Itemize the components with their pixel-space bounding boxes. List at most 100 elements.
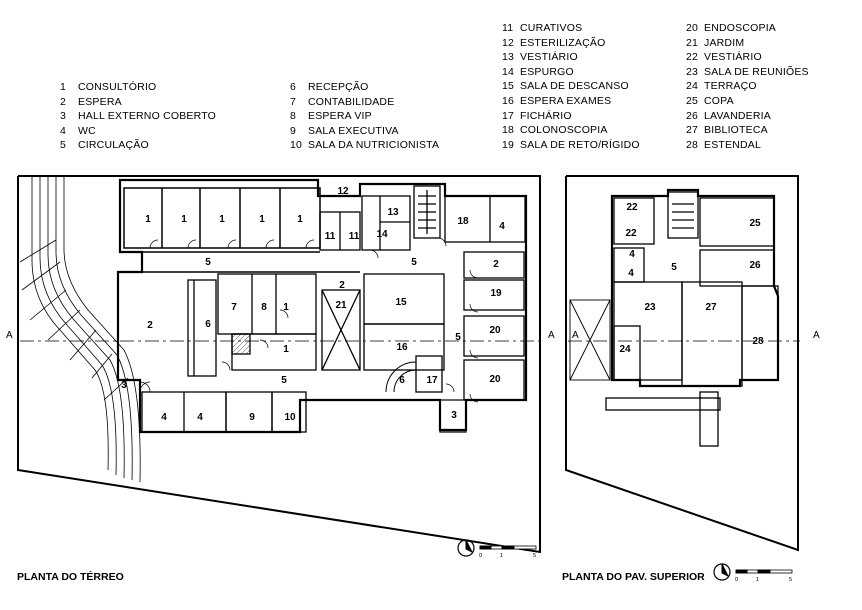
legend-label: SALA DE DESCANSO [520,80,629,93]
legend-label: VESTIÁRIO [520,51,578,64]
ground-floor-title: PLANTA DO TÉRREO [17,571,124,583]
room-label: 16 [396,342,408,353]
legend-label: JARDIM [704,36,745,49]
legend-label: WC [78,124,96,137]
room-label: 1 [283,344,289,355]
upper-void [569,299,611,381]
legend-number: 14 [502,65,515,78]
north-arrow-ground [457,539,475,557]
room-label: 5 [671,262,677,273]
legend-label: SALA DE REUNIÕES [704,65,809,78]
legend-number: 16 [502,94,515,107]
room-label: 14 [376,229,388,240]
legend-label: SALA EXECUTIVA [308,124,399,137]
service-rooms [319,185,526,251]
room-label: 17 [426,375,438,386]
room-label: 3 [121,380,127,391]
legend-label: ESTERILIZAÇÃO [520,36,606,49]
curved-ramp [19,176,141,483]
scale-label-ground-5: 5 [533,553,536,559]
legend-number: 11 [502,22,514,34]
room-label: 1 [145,214,151,225]
room-label: 11 [325,231,336,242]
north-arrow-upper [713,563,731,581]
legend-number: 15 [502,80,515,93]
legend-number: 4 [60,124,67,137]
legend-item: 5 CIRCULAÇÃO [60,138,216,153]
room-label: 5 [281,375,287,386]
right-rooms [463,251,525,401]
legend-number: 21 [686,36,699,49]
legend-item: 21 JARDIM [686,36,809,51]
central-rooms [187,273,445,393]
legend-number: 8 [290,110,297,123]
room-label: 20 [489,325,501,336]
room-label: 22 [625,228,637,239]
room-label: 27 [705,302,717,313]
room-label: 2 [339,280,345,291]
legend-number: 5 [60,139,67,152]
room-label: 2 [493,259,499,270]
legend-number: 13 [502,51,515,64]
room-label: 11 [349,231,360,242]
scale-label-ground-0: 0 [479,553,482,559]
room-label: 21 [335,300,347,311]
room-label: 13 [387,207,399,218]
room-label: 4 [629,249,635,260]
legend-label: CONSULTÓRIO [78,81,157,93]
legend-label: ESTENDAL [704,138,762,151]
legend-label: CURATIVOS [520,22,583,34]
upper-site-boundary [565,175,799,552]
legend-number: 23 [686,65,699,78]
scale-bar-ground [479,545,537,550]
legend-number: 7 [290,95,297,108]
room-label: 6 [205,319,211,330]
room-label: 5 [205,257,211,268]
legend-number: 22 [686,51,699,64]
legend-label: CIRCULAÇÃO [78,139,149,152]
legend-number: 6 [290,81,297,93]
room-label: 12 [337,186,349,197]
legend-label: ESPERA EXAMES [520,94,612,107]
room-label: 1 [219,214,225,225]
legend-number: 19 [502,138,515,151]
room-label: 18 [457,216,469,227]
legend-number: 12 [502,36,515,49]
section-marker-upper-left: A [572,330,579,341]
legend-number: 18 [502,124,515,137]
legend-item: 13 VESTIÁRIO [502,50,640,65]
legend-number: 10 [290,139,303,152]
legend-item: 4 WC [60,124,216,139]
room-label: 1 [283,302,289,313]
room-label: 22 [626,202,638,213]
legend-label: SALA DA NUTRICIONISTA [308,139,440,152]
room-label: 5 [411,257,417,268]
room-label: 1 [259,214,265,225]
room-label: 4 [628,268,634,279]
scale-label-upper-1: 1 [756,577,759,583]
legend-label: BIBLIOTECA [704,124,768,137]
room-label: 4 [499,221,505,232]
legend-number: 24 [686,80,699,93]
legend-label: LAVANDERIA [704,109,771,122]
legend-number: 26 [686,109,699,122]
room-label: 3 [451,410,457,421]
legend-label: RECEPÇÃO [308,81,369,93]
legend-label: FICHÁRIO [520,109,572,122]
legend-label: ESPERA VIP [308,110,372,123]
legend-label: VESTIÁRIO [704,51,762,64]
room-label: 28 [752,336,764,347]
legend-label: HALL EXTERNO COBERTO [78,110,217,123]
